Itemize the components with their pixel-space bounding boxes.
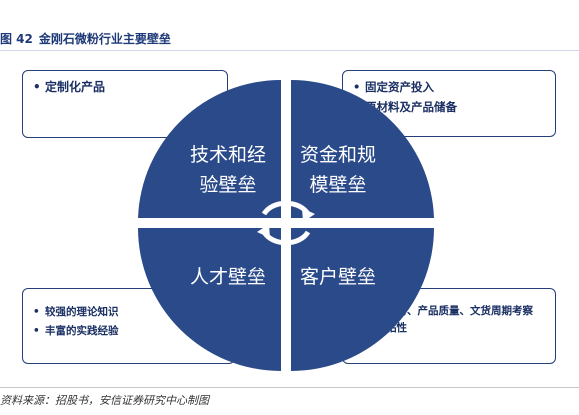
- source-note: 资料来源：招股书，安信证券研究中心制图: [0, 394, 209, 407]
- cycle-arrows-icon: [261, 200, 311, 246]
- figure-title: 图 42 金刚石微粉行业主要壁垒: [0, 30, 171, 47]
- box-top-left: 定制化产品: [22, 70, 228, 138]
- quadrant-label-capital: 资金和规 模壁垒: [299, 144, 376, 196]
- figure-number: 图 42: [0, 32, 33, 46]
- quadrant-label-customer: 客户壁垒: [299, 266, 376, 288]
- source-divider: [0, 387, 579, 388]
- box-item: 较强的理论知识: [33, 303, 224, 322]
- box-item: 固定资产投入: [353, 77, 545, 97]
- box-item: 定制化产品: [33, 77, 217, 97]
- box-top-right: 固定资产投入 原材料及产品储备: [342, 70, 556, 137]
- quadrant-top-left: [138, 79, 281, 219]
- box-item: 丰富的实践经验: [33, 322, 224, 341]
- title-divider: [0, 50, 579, 51]
- quadrant-label-talent: 人才壁垒: [189, 266, 266, 288]
- quadrant-bottom-left: [138, 228, 281, 371]
- quadrant-bottom-right: [291, 228, 434, 371]
- quadrant-label-tech: 技术和经 验壁垒: [189, 144, 266, 196]
- quadrant-top-right: [291, 79, 434, 218]
- figure-title-text: 金刚石微粉行业主要壁垒: [38, 32, 171, 46]
- barrier-circle-diagram: [138, 79, 434, 371]
